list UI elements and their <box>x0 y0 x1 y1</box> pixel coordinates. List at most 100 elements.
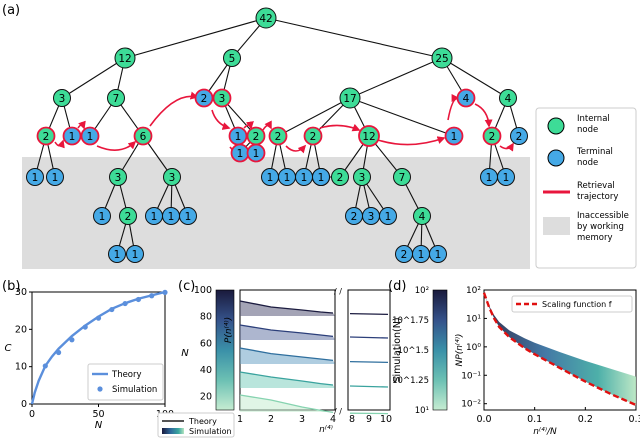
tree-node: 1 <box>228 126 248 146</box>
tree-node-circle <box>212 88 232 108</box>
tree-node-label: 1 <box>185 211 192 223</box>
panel-c-line-N60 <box>239 347 334 362</box>
tree-node: 1 <box>444 126 464 146</box>
tree-node-label: 1 <box>503 172 510 184</box>
tree-node: 1 <box>295 168 313 186</box>
panel-d-ytick-label: 10⁻¹ <box>461 371 481 381</box>
panel-c-ylabel: P(n⁽⁴⁾) <box>224 317 234 343</box>
tree-node: 25 <box>431 47 453 69</box>
tree-node-circle <box>107 89 125 107</box>
tree-node: 2 <box>331 168 349 186</box>
tree-node: 3 <box>53 89 71 107</box>
panel-c-line-N100 <box>239 300 334 314</box>
tree-node: 42 <box>255 7 277 29</box>
tree-node-label: 1 <box>235 131 242 143</box>
panel-c-xtick-label: 10 <box>380 414 392 425</box>
tree-node-circle <box>413 207 431 225</box>
tree-node: 2 <box>119 207 137 225</box>
retrieval-arrow <box>211 109 231 130</box>
tree-node-circle <box>431 47 453 69</box>
tree-node-circle <box>312 168 330 186</box>
tree-node-label: 3 <box>59 93 66 105</box>
panel-c-frame-right <box>347 289 391 411</box>
panel-label-d: (d) <box>388 279 406 294</box>
tree-node-circle <box>482 126 502 146</box>
panel-c-line-right-N40 <box>349 385 389 388</box>
legend-inacc-l2: by working <box>577 222 624 232</box>
tree-node-label: 7 <box>399 172 406 184</box>
tree-node-label: 1 <box>69 131 76 143</box>
panel-b-chart: 0501000102030NCTheorySimulation <box>5 287 175 431</box>
legend-retrieval-l1: Retrieval <box>577 181 615 191</box>
tree-node-circle <box>510 127 528 145</box>
tree-node-label: 12 <box>118 53 131 65</box>
tree-node: 3 <box>163 168 181 186</box>
tree-node: 1 <box>246 143 266 163</box>
tree-edge <box>441 57 509 99</box>
tree-node-label: 1 <box>318 172 325 184</box>
tree-node-label: 1 <box>267 172 274 184</box>
panel-d-ytick-label: 10² <box>466 286 481 296</box>
panel-d-xtick-label: 0.2 <box>578 414 593 425</box>
tree-node-circle <box>80 126 100 146</box>
panel-b-xtick-label: 0 <box>29 409 35 420</box>
tree-node-label: 2 <box>125 211 132 223</box>
tree-node-label: 2 <box>401 249 408 261</box>
panel-d-legend <box>511 295 633 313</box>
panel-d-colorbar <box>432 289 448 411</box>
panel-c-line-right-N60 <box>349 360 389 364</box>
tree-node-label: 2 <box>489 131 496 143</box>
legend-terminal-l1: Terminal <box>576 147 613 157</box>
tree-edge <box>349 57 443 99</box>
legend-retrieval-l2: trajectory <box>577 192 618 202</box>
tree-node: 1 <box>261 168 279 186</box>
tree-node-circle <box>499 89 517 107</box>
inaccessible-legend-icon <box>543 217 570 235</box>
panel-b-sim-point <box>69 337 75 343</box>
tree-node-label: 3 <box>115 172 122 184</box>
retrieval-trajectory <box>54 91 514 156</box>
tree-node-label: 2 <box>337 172 344 184</box>
tree-node-circle <box>268 126 288 146</box>
tree-node-label: 2 <box>516 131 523 143</box>
tree-node: 7 <box>107 89 125 107</box>
panel-b-sim-point <box>109 306 115 313</box>
panel-c-cbar-tick: 60 <box>200 338 212 349</box>
tree-node: 4 <box>413 207 431 225</box>
panel-label-b: (b) <box>2 279 20 294</box>
panel-b-legend-theory: Theory <box>111 370 142 380</box>
tree-node: 3 <box>353 168 371 186</box>
panel-b-legend-sim: Simulation <box>112 385 157 395</box>
panel-b-xlabel: N <box>95 420 103 431</box>
panel-c-line-N20 <box>239 394 334 414</box>
panel-d-frame <box>483 289 637 411</box>
tree-node-circle <box>108 245 126 263</box>
tree-node-label: 25 <box>435 53 448 65</box>
tree-node: 1 <box>108 245 126 263</box>
tree-node-label: 1 <box>486 172 493 184</box>
tree-node-circle <box>114 47 136 69</box>
panel-c-legend-theory: Theory <box>188 417 217 426</box>
panel-b-sim-point <box>149 293 155 299</box>
tree-node-circle <box>353 168 371 186</box>
tree-node: 1 <box>230 143 250 163</box>
tree-node-label: 1 <box>151 211 158 223</box>
tree-node-label: 1 <box>52 172 59 184</box>
panel-c-colorbar <box>215 289 235 411</box>
panel-c-cbar-label: N <box>181 348 189 359</box>
panel-d-xtick-label: 0.3 <box>628 414 640 425</box>
tree-node-label: 1 <box>237 148 244 160</box>
panel-b-sim-point <box>42 363 48 369</box>
tree-node-label: 4 <box>419 211 426 223</box>
panel-label-a: (a) <box>2 3 20 18</box>
panel-c-line-N80 <box>239 324 334 338</box>
tree-node: 1 <box>497 168 515 186</box>
tree-node-label: 1 <box>284 172 291 184</box>
tree-node: 1 <box>26 168 44 186</box>
tree-node: 1 <box>379 207 397 225</box>
panel-c-cbar-tick: 40 <box>200 365 212 376</box>
panel-b-sim-point <box>82 324 88 330</box>
tree-node: 1 <box>126 245 144 263</box>
panel-c-break-top: / / <box>334 287 342 296</box>
